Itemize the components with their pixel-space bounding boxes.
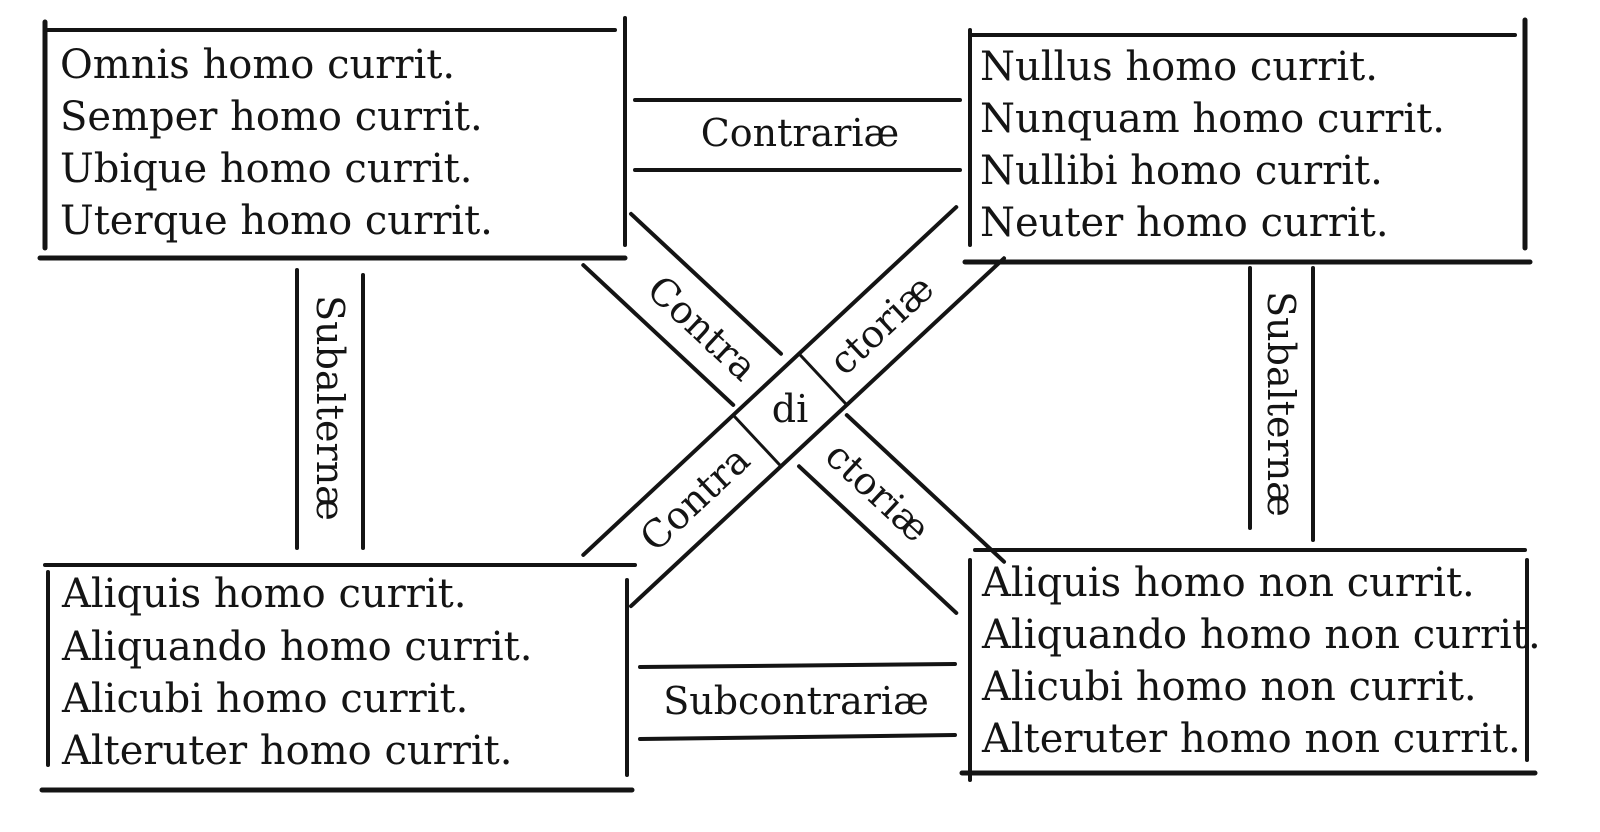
proposition: Aliquando homo non currit. — [981, 612, 1541, 658]
proposition: Aliquis homo non currit. — [981, 560, 1475, 606]
proposition: Neuter homo currit. — [980, 200, 1389, 246]
contradictoriae-part: ctoriæ — [817, 433, 939, 551]
proposition: Semper homo currit. — [60, 94, 483, 140]
subalternae-label: Subalternæ — [1259, 291, 1303, 517]
contradictoriae-part: ctoriæ — [821, 266, 943, 384]
proposition: Nunquam homo currit. — [980, 96, 1445, 142]
box-top-right: Nullus homo currit. Nunquam homo currit.… — [962, 17, 1533, 265]
relation-contrariae: Contrariæ — [633, 98, 962, 172]
contradictoriae-part: Contra — [631, 437, 758, 560]
proposition: Aliquando homo currit. — [61, 624, 532, 670]
proposition: Uterque homo currit. — [60, 198, 493, 244]
proposition: Alteruter homo non currit. — [981, 716, 1521, 762]
box-bottom-right: Aliquis homo non currit. Aliquando homo … — [959, 548, 1541, 782]
proposition: Alteruter homo currit. — [61, 728, 512, 774]
subalternae-label: Subalternæ — [308, 295, 352, 521]
relation-subalternae-left: Subalternæ — [295, 268, 365, 550]
contradictoriae-part: di — [772, 387, 808, 431]
proposition: Alicubi homo non currit. — [981, 664, 1477, 710]
proposition: Nullibi homo currit. — [980, 148, 1383, 194]
subcontrariae-label: Subcontrariæ — [663, 679, 929, 723]
proposition: Nullus homo currit. — [980, 44, 1378, 90]
proposition: Omnis homo currit. — [60, 42, 455, 88]
box-bottom-left: Aliquis homo currit. Aliquando homo curr… — [39, 563, 637, 793]
relation-subalternae-right: Subalternæ — [1248, 266, 1315, 542]
proposition: Ubique homo currit. — [60, 146, 472, 192]
relation-subcontrariae: Subcontrariæ — [638, 662, 957, 741]
box-top-left: Omnis homo currit. Semper homo currit. U… — [37, 16, 628, 261]
contrariae-label: Contrariæ — [701, 111, 900, 155]
proposition: Aliquis homo currit. — [61, 571, 466, 617]
relation-contradictoriae-sw-ne: Contra di ctoriæ — [581, 205, 1007, 609]
contradictoriae-part: Contra — [639, 267, 766, 390]
proposition: Alicubi homo currit. — [61, 676, 468, 722]
